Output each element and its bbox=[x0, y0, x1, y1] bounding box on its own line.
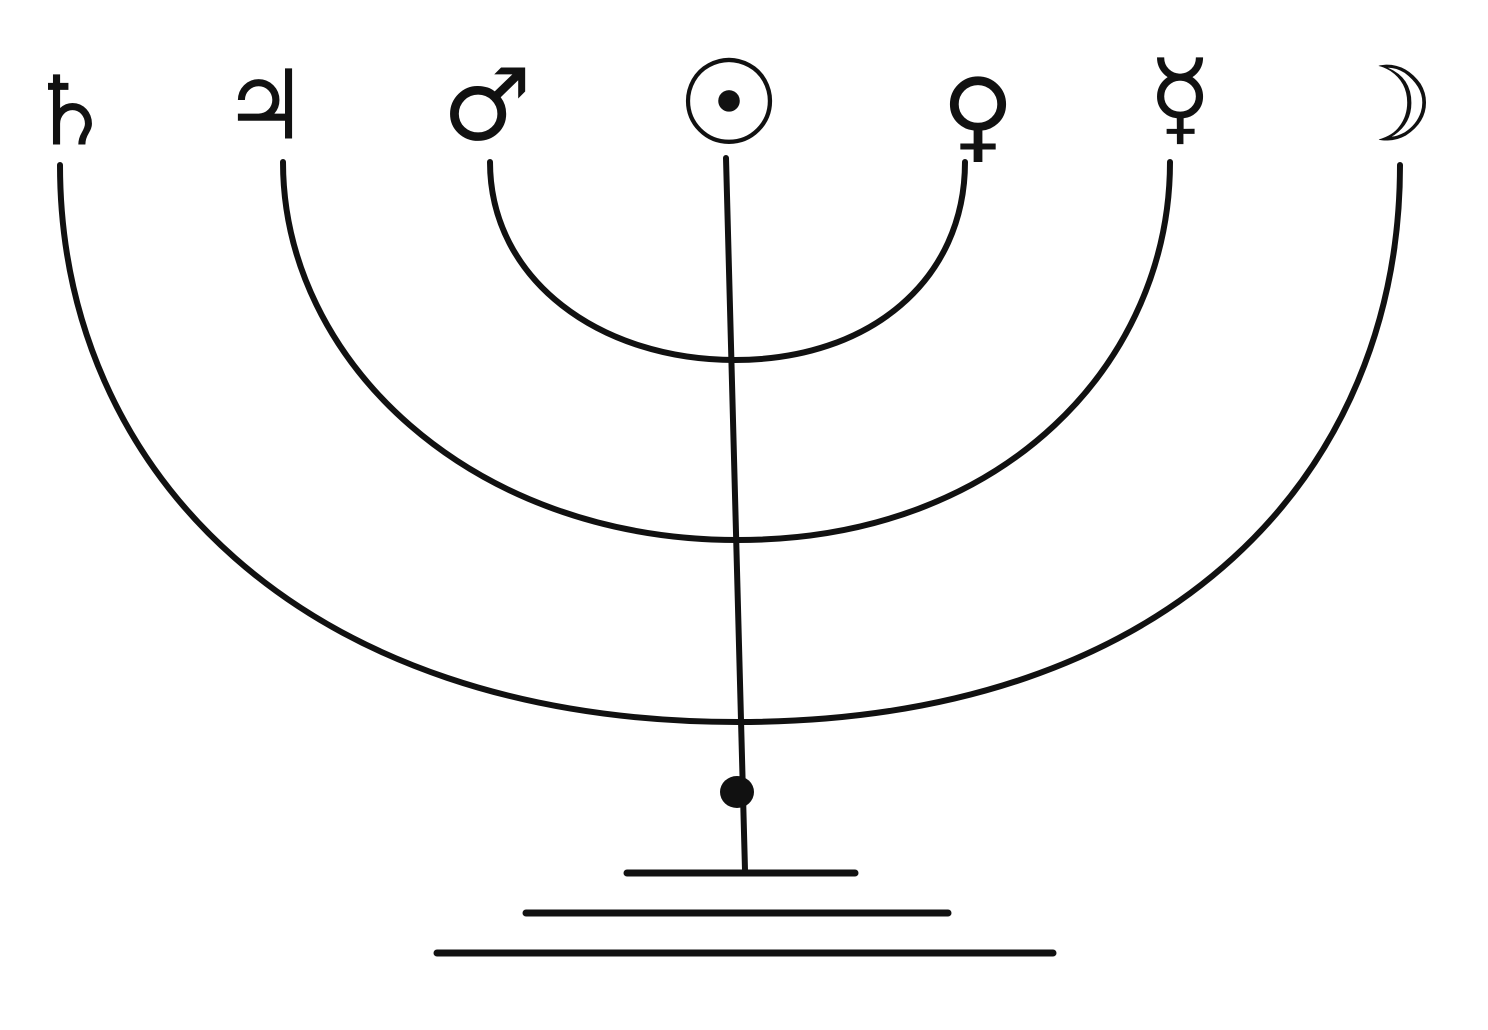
sun-icon: ☉ bbox=[676, 34, 782, 172]
inner-arm bbox=[487, 159, 968, 364]
stem-knot bbox=[720, 776, 754, 808]
outer-arm bbox=[57, 162, 1403, 726]
jupiter-icon: ♃ bbox=[222, 49, 308, 161]
mercury-icon: ☿ bbox=[1148, 36, 1212, 158]
central-stem bbox=[723, 155, 748, 873]
saturn-icon: ♄ bbox=[27, 55, 113, 167]
moon-icon: ☽ bbox=[1341, 43, 1434, 165]
venus-icon: ♀ bbox=[941, 56, 1014, 173]
mars-icon: ♂ bbox=[442, 46, 532, 163]
